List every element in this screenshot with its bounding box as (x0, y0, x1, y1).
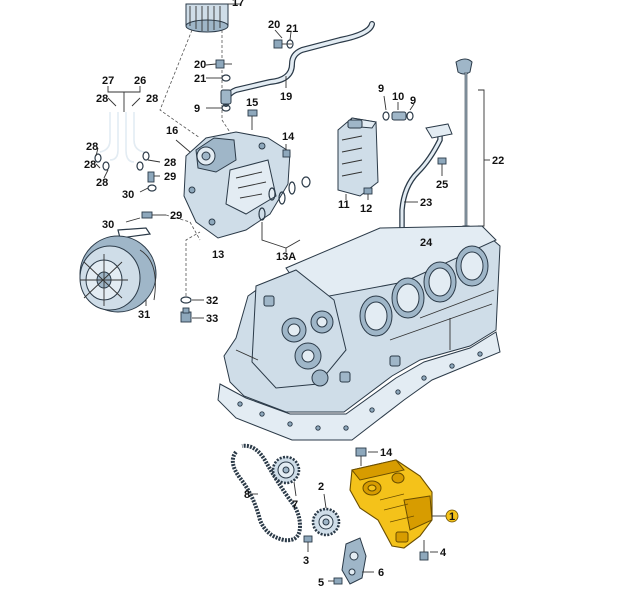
seal-28[interactable] (102, 161, 110, 171)
sprocket-7[interactable] (271, 455, 301, 485)
bolt-25[interactable] (437, 157, 447, 176)
gasket-set-13a[interactable] (258, 176, 311, 221)
bolt-15[interactable] (247, 109, 258, 130)
callout-30b: 30 (102, 219, 114, 231)
callout-17: 17 (232, 0, 244, 9)
callout-30a: 30 (122, 189, 134, 201)
callout-20b: 20 (194, 59, 206, 71)
callout-2: 2 (318, 481, 324, 493)
callout-13a: 13A (276, 251, 296, 263)
callout-15: 15 (246, 97, 258, 109)
callout-14b: 14 (380, 447, 393, 459)
callout-9c: 9 (410, 95, 416, 107)
oil-filter[interactable] (185, 3, 229, 33)
callout-29b: 29 (170, 210, 182, 222)
coolant-pump-unit[interactable] (79, 235, 157, 313)
oil-dipstick[interactable] (455, 58, 473, 237)
callout-22: 22 (492, 155, 504, 167)
dipstick-guide-tube[interactable] (399, 123, 453, 241)
callout-24: 24 (420, 237, 433, 249)
bolt-3[interactable] (303, 535, 313, 552)
bolt-12[interactable] (363, 187, 373, 200)
callout-9b: 9 (378, 83, 384, 95)
oil-cooler[interactable] (337, 117, 379, 197)
callout-23: 23 (420, 197, 432, 209)
bolt-14b[interactable] (355, 447, 367, 466)
washer-30a[interactable] (147, 184, 157, 192)
seal-9c[interactable] (406, 111, 414, 121)
sprocket-2[interactable] (311, 507, 341, 537)
callout-28e: 28 (96, 177, 108, 189)
bracket-30b[interactable] (117, 227, 152, 239)
callout-5: 5 (318, 577, 324, 589)
callout-19: 19 (280, 91, 292, 103)
callout-28a: 28 (96, 93, 108, 105)
callout-7: 7 (292, 499, 298, 511)
callout-16: 16 (166, 125, 178, 137)
callout-11: 11 (338, 199, 350, 211)
callout-13: 13 (212, 249, 224, 261)
callout-20a: 20 (268, 19, 280, 31)
bolt-4[interactable] (419, 540, 429, 561)
seal-28[interactable] (142, 151, 150, 161)
seal-9b[interactable] (382, 111, 390, 121)
bolt-20a[interactable] (273, 39, 292, 49)
callout-29a: 29 (164, 171, 176, 183)
callout-21b: 21 (194, 73, 206, 85)
oil-filter-housing[interactable] (183, 131, 291, 239)
callout-28b: 28 (146, 93, 158, 105)
bolt-5[interactable] (328, 577, 343, 585)
oil-pump-highlighted[interactable] (349, 459, 433, 549)
callout-31: 31 (138, 309, 150, 321)
plug-33[interactable] (180, 307, 192, 323)
callout-6: 6 (378, 567, 384, 579)
bolt-29a[interactable] (147, 171, 160, 183)
oil-pipes[interactable] (99, 112, 145, 163)
callout-3: 3 (303, 555, 309, 567)
sleeve-10[interactable] (391, 111, 407, 121)
bolt-20b[interactable] (215, 59, 232, 69)
seal-32[interactable] (180, 296, 192, 304)
callout-25: 25 (436, 179, 448, 191)
callout-21a: 21 (286, 23, 298, 35)
callout-14a: 14 (282, 131, 295, 143)
engine-block (217, 225, 501, 441)
callout-28c: 28 (86, 141, 98, 153)
callout-27: 27 (102, 75, 114, 87)
callout-32: 32 (206, 295, 218, 307)
callout-8: 8 (244, 489, 250, 501)
callout-4: 4 (440, 547, 447, 559)
callout-10: 10 (392, 91, 404, 103)
bolt-14a[interactable] (282, 144, 291, 158)
callout-33: 33 (206, 313, 218, 325)
callout-labels: 17 20 21 20 21 19 9 15 14 16 27 26 28 28… (84, 0, 504, 589)
callout-28d: 28 (84, 159, 96, 171)
oil-return-pipe[interactable] (220, 21, 375, 107)
callout-28f: 28 (164, 157, 176, 169)
highlight-callout-marker (445, 509, 459, 523)
callout-26: 26 (134, 75, 146, 87)
seal-28[interactable] (94, 153, 102, 163)
seal-21b[interactable] (221, 74, 231, 82)
callout-1: 1 (449, 511, 455, 523)
callout-12: 12 (360, 203, 372, 215)
callout-9a: 9 (194, 103, 200, 115)
chain-tensioner[interactable] (341, 537, 367, 585)
bolt-29b[interactable] (141, 211, 166, 219)
seal-28[interactable] (136, 161, 144, 171)
drive-chain[interactable] (230, 443, 303, 543)
